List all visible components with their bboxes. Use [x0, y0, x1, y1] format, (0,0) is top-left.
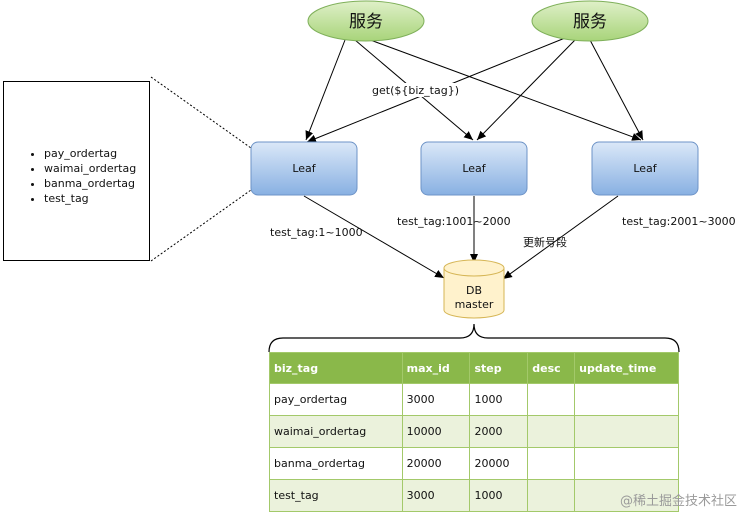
- table-cell: [574, 415, 679, 448]
- table-cell: 1000: [469, 383, 529, 416]
- list-item: pay_ordertag: [44, 146, 136, 161]
- edge-label-update: 更新号段: [523, 235, 567, 249]
- leaf-node-1: Leaf: [250, 141, 358, 196]
- service-node-2: 服务: [531, 0, 649, 42]
- table-cell: 3000: [401, 383, 471, 416]
- db-master-cylinder: DB master: [443, 259, 505, 319]
- dotted-connector-top: [150, 76, 252, 149]
- leaf-label: Leaf: [292, 162, 316, 175]
- table-brace: [268, 323, 680, 353]
- edge-label-leaf1: test_tag:1~1000: [270, 226, 363, 239]
- table-cell: [574, 447, 679, 480]
- tag-list: pay_ordertag waimai_ordertag banma_order…: [4, 146, 136, 206]
- table-cell: banma_ordertag: [269, 447, 403, 480]
- dotted-connector-bottom: [150, 189, 252, 262]
- watermark: @稀土掘金技术社区: [619, 494, 737, 509]
- table-header-row: biz_tag max_id step desc update_time: [269, 352, 679, 384]
- column-header: desc: [527, 352, 576, 384]
- leaf-alloc-table: biz_tag max_id step desc update_time pay…: [269, 352, 679, 512]
- table-cell: 1000: [469, 479, 529, 512]
- service-node-1: 服务: [307, 0, 425, 42]
- table-cell: [574, 479, 679, 512]
- leaf-label: Leaf: [462, 162, 486, 175]
- edge-label-leaf3: test_tag:2001~3000: [622, 215, 736, 228]
- table-cell: [527, 479, 576, 512]
- table-row: pay_ordertag 3000 1000: [269, 383, 679, 416]
- table-cell: [527, 383, 576, 416]
- column-header: max_id: [401, 352, 471, 384]
- table-cell: waimai_ordertag: [269, 415, 403, 448]
- leaf-label: Leaf: [633, 162, 657, 175]
- service-label: 服务: [573, 12, 607, 32]
- table-cell: 2000: [469, 415, 529, 448]
- edge-label-get: get(${biz_tag}): [372, 84, 459, 97]
- table-cell: [527, 447, 576, 480]
- column-header: biz_tag: [269, 352, 403, 384]
- db-label-line2: master: [455, 298, 494, 311]
- list-item: test_tag: [44, 191, 136, 206]
- column-header: update_time: [574, 352, 679, 384]
- table-cell: test_tag: [269, 479, 403, 512]
- tag-list-box: pay_ordertag waimai_ordertag banma_order…: [3, 81, 150, 261]
- list-item: waimai_ordertag: [44, 161, 136, 176]
- list-item: banma_ordertag: [44, 176, 136, 191]
- leaf-node-3: Leaf: [591, 141, 699, 196]
- leaf-node-2: Leaf: [420, 141, 528, 196]
- service-label: 服务: [349, 12, 383, 32]
- leaf-db-arrows: [303, 195, 619, 280]
- table-cell: [574, 383, 679, 416]
- column-header: step: [469, 352, 529, 384]
- table-cell: 20000: [401, 447, 471, 480]
- table-cell: 3000: [401, 479, 471, 512]
- table-cell: pay_ordertag: [269, 383, 403, 416]
- table-row: test_tag 3000 1000: [269, 479, 679, 512]
- service-arrows: [305, 37, 644, 143]
- table-row: banma_ordertag 20000 20000: [269, 447, 679, 480]
- table-cell: 10000: [401, 415, 471, 448]
- table-cell: 20000: [469, 447, 529, 480]
- table-row: waimai_ordertag 10000 2000: [269, 415, 679, 448]
- db-label-line1: DB: [466, 284, 482, 297]
- edge-label-leaf2: test_tag:1001~2000: [397, 215, 511, 228]
- table-cell: [527, 415, 576, 448]
